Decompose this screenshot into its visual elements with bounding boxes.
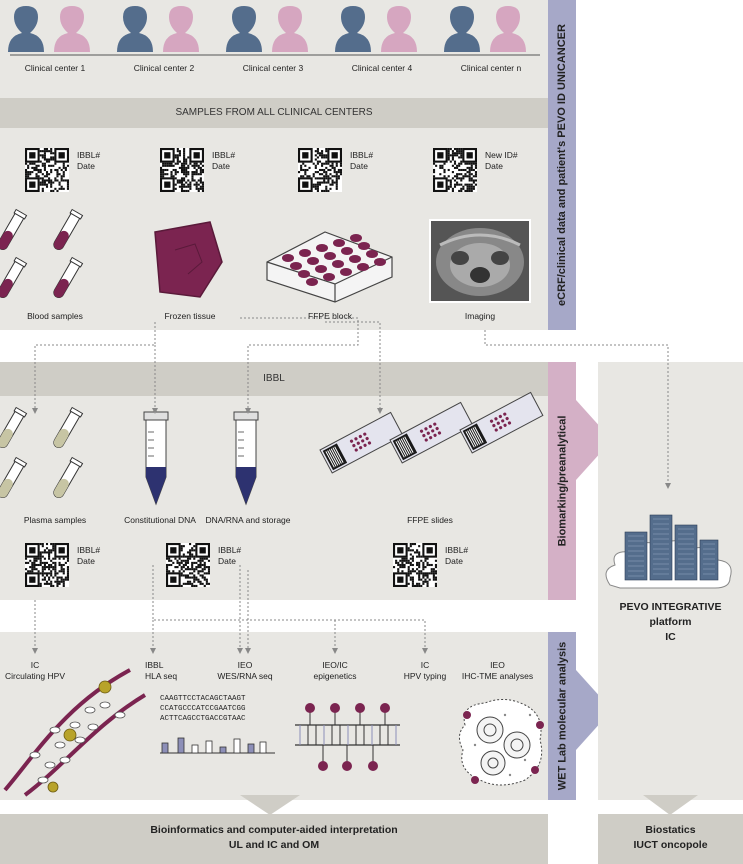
wetlab-panel	[0, 632, 548, 800]
sample-label-blood: Blood samples	[27, 311, 83, 321]
qr-id-label: IBBL#Date	[445, 545, 469, 566]
qr-id-label: New ID#Date	[485, 150, 518, 171]
person-icon	[381, 6, 417, 52]
footer-arrow-left	[240, 795, 300, 815]
samples-band: SAMPLES FROM ALL CLINICAL CENTERS	[0, 98, 548, 128]
person-icon	[272, 6, 308, 52]
person-icon	[8, 6, 44, 52]
person-icon	[54, 6, 90, 52]
footer-arrow-right	[643, 795, 698, 815]
qr-id-label: IBBL#Date	[350, 150, 374, 171]
epigenetics-icon	[295, 703, 400, 771]
mri-image	[429, 219, 531, 303]
ibbl-label-plasma: Plasma samples	[23, 515, 87, 525]
qr-code-icon	[393, 543, 437, 592]
sample-label-ffpe-block: FFPE block	[308, 311, 352, 321]
qr-id-label: IBBL#Date	[77, 150, 101, 171]
person-icon	[163, 6, 199, 52]
person-icon	[490, 6, 526, 52]
clinical-center-label: Clinical center 4	[351, 63, 413, 73]
person-icon	[335, 6, 371, 52]
qr-code-icon	[433, 148, 477, 197]
footer-right-box	[598, 814, 743, 864]
blood-tubes-icon	[0, 208, 84, 299]
ibbl-label-constitutional-dna: Constitutional DNA	[124, 515, 196, 525]
side-label-ecrf: eCRF/clinical data and patient's PEVO ID…	[548, 0, 576, 330]
sample-label-imaging: Imaging	[464, 311, 496, 321]
tumor-microenvironment-icon	[459, 699, 544, 786]
server-cloud-icon	[605, 514, 732, 589]
qr-id-label: IBBL#Date	[218, 545, 242, 566]
person-icon	[226, 6, 262, 52]
person-icon	[444, 6, 480, 52]
clinical-center-label: Clinical center 1	[24, 63, 86, 73]
qr-id-label: IBBL#Date	[77, 545, 101, 566]
clinical-center-label: Clinical center 3	[242, 63, 304, 73]
side-label-wetlab: WET Lab molecular analysis	[548, 632, 576, 800]
clinical-center-label: Clinical center 2	[133, 63, 195, 73]
constitutional-dna-tube-icon	[143, 411, 169, 506]
qr-code-icon	[160, 148, 204, 197]
qr-code-icon	[25, 148, 69, 197]
ibbl-label-ffpe-slides: FFPE slides	[407, 515, 453, 525]
clinical-center-label: Clinical center n	[460, 63, 522, 73]
side-label-biomarking: Biomarking/preanalytical	[548, 362, 576, 600]
wetlab-arrow	[576, 670, 612, 750]
clinical-centers-people	[8, 6, 540, 56]
ibbl-band: IBBL	[0, 362, 548, 396]
sample-label-frozen: Frozen tissue	[164, 311, 216, 321]
sequencing-reads-icon	[160, 737, 275, 754]
blood-vessel-icon	[3, 668, 147, 797]
person-icon	[117, 6, 153, 52]
ibbl-label-dna-rna: DNA/RNA and storage	[205, 515, 291, 525]
ffpe-block-icon	[266, 231, 393, 303]
frozen-tissue-icon	[154, 221, 223, 298]
qr-code-icon	[298, 148, 342, 197]
qr-code-icon	[166, 543, 210, 592]
footer-left-text: Bioinformatics and computer-aided interp…	[150, 824, 398, 851]
dna-rna-tube-icon	[233, 411, 259, 506]
ffpe-slides-icon	[319, 391, 544, 474]
plasma-tubes-icon	[0, 406, 84, 499]
qr-code-icon	[25, 543, 69, 592]
footer-left-box	[0, 814, 548, 864]
qr-id-label: IBBL#Date	[212, 150, 236, 171]
